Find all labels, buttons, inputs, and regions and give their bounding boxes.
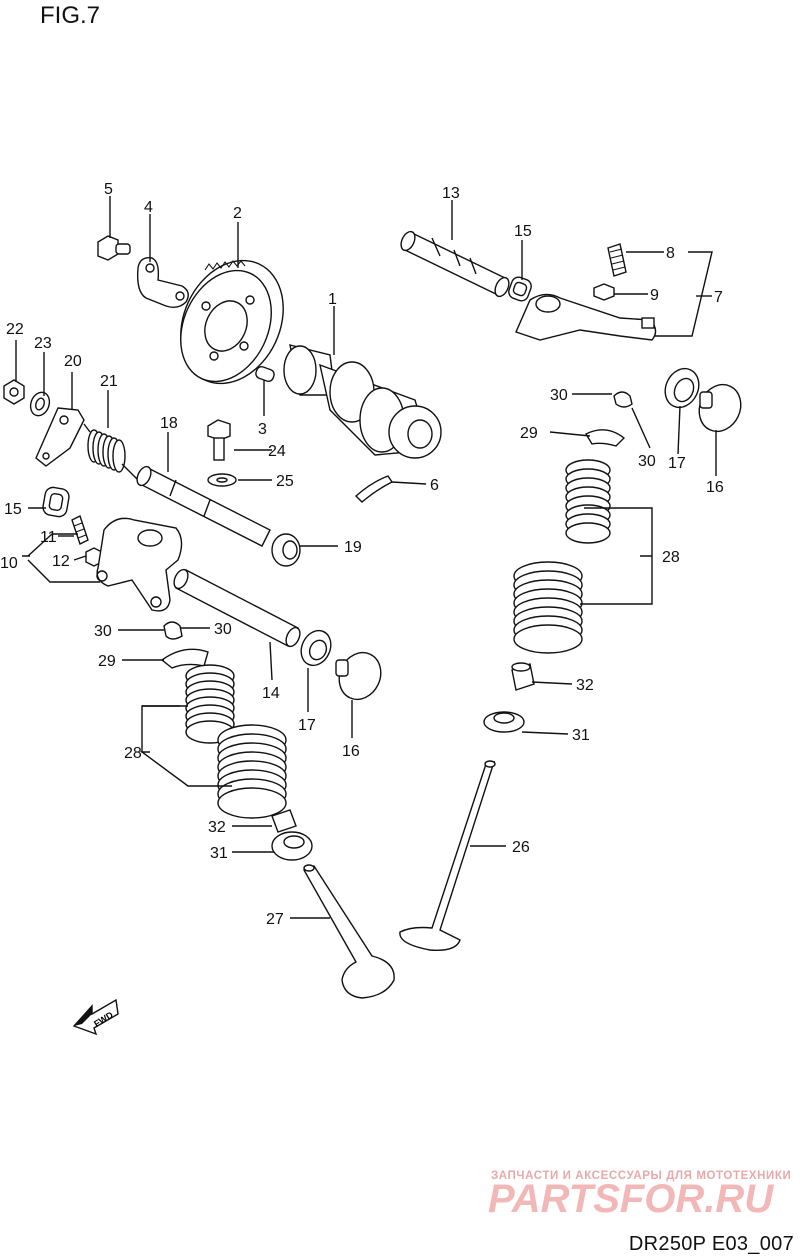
label-17-upper: 17 — [668, 455, 686, 472]
label-4: 4 — [144, 199, 153, 216]
label-17-lower: 17 — [298, 717, 316, 734]
spring-21-tail — [83, 423, 139, 481]
part-21-spring — [83, 423, 139, 481]
part-32-seal-left — [271, 809, 297, 833]
part-number-labels: 1 2 3 4 5 6 7 8 9 10 11 12 13 14 15 15 1… — [0, 181, 724, 928]
label-29-upper: 29 — [520, 425, 538, 442]
label-3: 3 — [258, 421, 267, 438]
part-19-seal — [271, 533, 301, 567]
label-19: 19 — [344, 539, 362, 556]
part-31-seat-right — [483, 711, 525, 733]
part-30-cotter-upper — [613, 391, 633, 408]
part-5-bolt — [97, 235, 131, 261]
part-17-seal-upper — [664, 367, 700, 409]
part-16-plug-lower — [335, 651, 382, 701]
label-9: 9 — [650, 287, 659, 304]
label-21: 21 — [100, 373, 118, 390]
left-large-spring-coil — [217, 787, 287, 819]
part-22-nut — [3, 379, 25, 405]
label-32-left: 32 — [208, 819, 226, 836]
label-27: 27 — [266, 911, 284, 928]
label-2: 2 — [233, 205, 242, 222]
part-8-adjuster-screw — [607, 243, 627, 277]
part-27-valve-intake — [302, 864, 395, 999]
part-20-bracket — [35, 407, 85, 467]
watermark-caption: ЗАПЧАСТИ И АКСЕССУАРЫ ДЛЯ МОТОТЕХНИКИ — [491, 1170, 792, 1182]
label-26: 26 — [512, 839, 530, 856]
label-28-left: 28 — [124, 745, 142, 762]
label-7: 7 — [714, 289, 723, 306]
part-6-clip — [354, 475, 394, 503]
right-large-spring-coil — [513, 624, 583, 654]
label-18: 18 — [160, 415, 178, 432]
watermark-logo: PARTSFOR.RU — [488, 1177, 774, 1221]
label-16-upper: 16 — [706, 479, 724, 496]
part-9-nut — [593, 283, 615, 301]
label-30-upper-a: 30 — [550, 387, 568, 404]
label-14: 14 — [262, 685, 280, 702]
part-13-rocker-shaft — [400, 230, 510, 298]
part-31-seat-left — [271, 831, 313, 861]
right-small-spring-coil — [565, 522, 611, 544]
label-25: 25 — [276, 473, 294, 490]
part-10-rocker-arm-lower — [96, 517, 183, 612]
label-31-left: 31 — [210, 845, 228, 862]
label-11: 11 — [40, 529, 57, 546]
part-15-gasket-upper — [508, 276, 532, 302]
part-2-cam-sprocket — [180, 259, 284, 385]
label-15-lower: 15 — [4, 501, 22, 518]
label-32-right: 32 — [576, 677, 594, 694]
part-26-valve-exhaust — [399, 760, 496, 951]
figure-title: FIG.7 — [40, 2, 101, 29]
label-5: 5 — [104, 181, 113, 198]
part-25-washer — [207, 473, 237, 487]
part-11-screw — [71, 515, 89, 545]
label-31-right: 31 — [572, 727, 590, 744]
label-20: 20 — [64, 353, 82, 370]
label-30-lower-a: 30 — [94, 623, 112, 640]
label-22: 22 — [6, 321, 24, 338]
part-28-valve-springs-left — [185, 664, 287, 819]
part-24-bolt — [207, 419, 231, 461]
part-3-dowel-pin — [255, 365, 275, 383]
part-15-gasket-lower — [42, 486, 70, 518]
part-32-seal-right — [511, 662, 535, 691]
label-10: 10 — [0, 555, 18, 572]
part-1-camshaft — [283, 344, 442, 459]
part-7-rocker-arm-upper — [515, 293, 657, 341]
label-15-upper: 15 — [514, 223, 532, 240]
label-13: 13 — [442, 185, 460, 202]
label-12: 12 — [52, 553, 70, 570]
figure-code: DR250P E03_007 — [628, 1233, 794, 1255]
label-1: 1 — [328, 291, 337, 308]
label-24: 24 — [268, 443, 286, 460]
label-6: 6 — [430, 477, 439, 494]
part-28-valve-springs-right — [513, 459, 611, 654]
part-14-shaft — [173, 568, 301, 648]
label-30-lower-b: 30 — [214, 621, 232, 638]
label-23: 23 — [34, 335, 52, 352]
part-16-plug-upper — [698, 383, 742, 433]
part-30-cotter-lower — [163, 621, 183, 640]
label-28-right: 28 — [662, 549, 680, 566]
part-17-seal-lower — [300, 629, 332, 667]
callout-leaders — [15, 196, 717, 919]
part-4-plate — [136, 257, 189, 309]
label-30-upper-b: 30 — [638, 453, 656, 470]
part-29-retainer-upper — [585, 429, 626, 447]
label-29-lower: 29 — [98, 653, 116, 670]
part-18-rocker-shaft-lower — [136, 465, 271, 547]
part-23-washer — [29, 391, 51, 417]
label-16-lower: 16 — [342, 743, 360, 760]
fwd-arrow-icon: FWD — [72, 998, 119, 1036]
label-8: 8 — [666, 245, 675, 262]
spring-21-coil — [112, 439, 126, 473]
